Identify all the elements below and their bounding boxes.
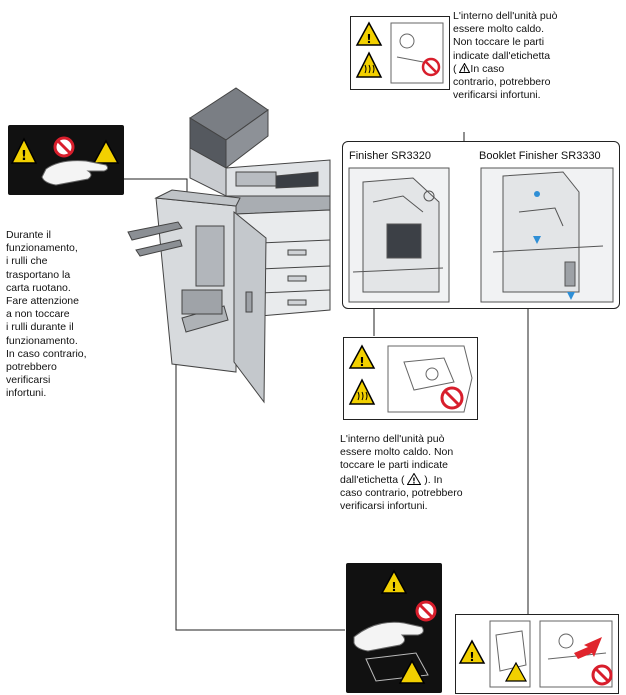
hand-icon: [353, 621, 424, 652]
warning-triangle-icon: !: [355, 21, 383, 46]
warning-triangle-icon: !: [406, 472, 422, 485]
svg-text:!: !: [366, 32, 371, 46]
svg-text:!: !: [359, 355, 364, 369]
output-tray-warning-label: !: [346, 563, 442, 693]
warning-triangle-icon: [92, 139, 120, 164]
hot-interior-label-middle: !: [343, 337, 478, 420]
hot-interior-label-top: !: [350, 16, 450, 90]
hot-text-top-part1: L'interno dell'unità può essere molto ca…: [453, 10, 558, 75]
warning-triangle-icon: !: [380, 569, 408, 594]
hot-surface-icon: [504, 661, 528, 682]
hot-surface-icon: [348, 378, 376, 405]
booklet-finisher-sr3330-illustration: [480, 167, 614, 303]
copier-machine: [127, 87, 331, 404]
svg-text:!: !: [413, 476, 417, 485]
finisher-sr3320-label: Finisher SR3320: [349, 150, 431, 162]
hot-surface-icon: [355, 51, 383, 78]
svg-text:!: !: [469, 650, 474, 664]
prohibition-icon: [421, 57, 441, 77]
hot-text-middle-part1: L'interno dell'unità può essere molto ca…: [340, 433, 454, 486]
warning-triangle-icon: !: [10, 137, 38, 164]
warning-triangle-icon: !: [459, 62, 471, 73]
booklet-finisher-sr3330-label: Booklet Finisher SR3330: [479, 150, 601, 162]
finisher-sr3320-illustration: [348, 167, 450, 303]
hot-interior-text-middle: L'interno dell'unità può essere molto ca…: [340, 433, 530, 513]
warning-triangle-icon: !: [348, 344, 376, 369]
blue-marker: [533, 191, 575, 300]
hot-text-top-part2: In caso contrario, potrebbero verificars…: [453, 62, 551, 102]
svg-text:!: !: [391, 580, 396, 594]
prohibition-icon: [53, 136, 75, 158]
svg-text:!: !: [463, 65, 466, 72]
warning-triangle-icon: [398, 659, 426, 684]
warning-triangle-icon: !: [458, 639, 486, 664]
svg-text:!: !: [21, 149, 27, 164]
prohibition-icon: [440, 386, 464, 410]
rollers-warning-label: !: [8, 125, 124, 195]
hot-interior-text-top: L'interno dell'unità può essere molto ca…: [453, 10, 625, 102]
hand-icon: [41, 160, 109, 186]
hot-text-middle-part2: ). In caso contrario, potrebbero verific…: [340, 473, 463, 513]
red-arrow-icon: [574, 637, 602, 659]
finisher-panel: Finisher SR3320 Booklet Finisher SR3330: [342, 141, 620, 309]
rollers-warning-text: Durante il funzionamento, i rulli che tr…: [6, 229, 87, 400]
prohibition-icon: [415, 600, 437, 622]
booklet-finisher-warning-label: !: [455, 614, 619, 694]
prohibition-icon: [591, 664, 613, 686]
